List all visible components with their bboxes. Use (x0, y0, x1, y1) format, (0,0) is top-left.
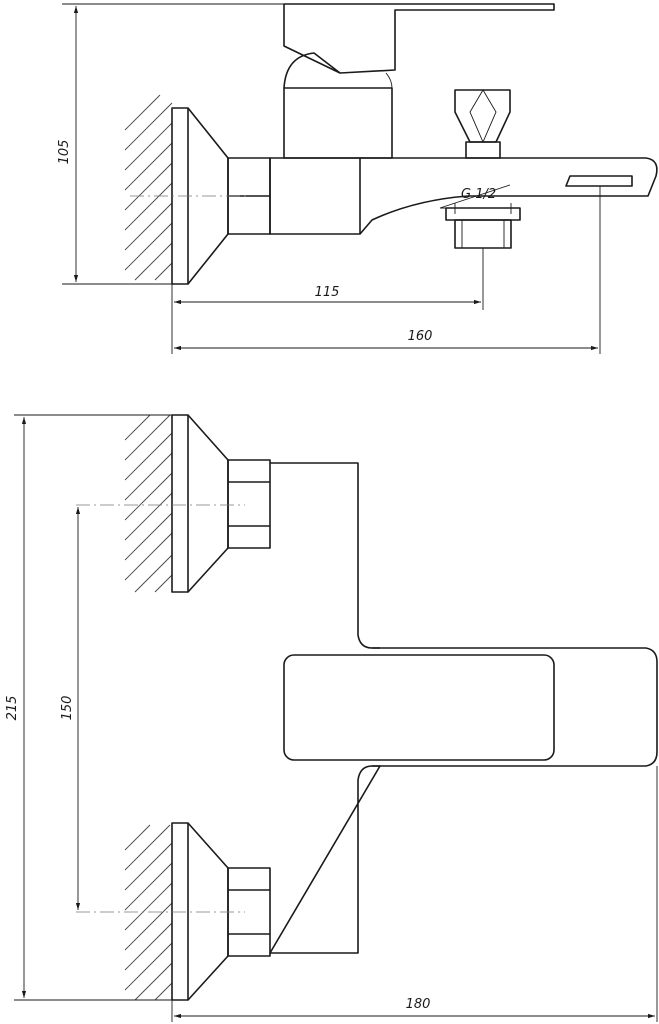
side-handle (283, 3, 555, 89)
front-view: 215 150 180 (5, 414, 658, 1022)
side-diverter-knob (454, 89, 511, 159)
side-view: G 1/2 105 115 160 (57, 3, 658, 354)
dim-side-height: 105 (57, 3, 290, 285)
dim-front-height-value: 215 (5, 696, 20, 721)
side-inlet-connector (445, 207, 521, 249)
front-escutcheon-bottom (171, 822, 271, 1001)
side-spout (359, 157, 658, 235)
dim-front-height: 215 (5, 414, 172, 1001)
side-aerator (565, 175, 633, 187)
dim-side-inlet-value: 115 (315, 285, 340, 300)
dim-front-width: 180 (171, 766, 658, 1022)
front-handle (283, 647, 658, 767)
front-wall-hatch-bottom (124, 824, 173, 1001)
front-body (269, 462, 381, 954)
side-wall-hatch (124, 94, 173, 281)
dim-side-spout: 160 (174, 186, 601, 354)
side-body (269, 157, 361, 235)
dim-front-centers-value: 150 (60, 696, 75, 721)
thread-label: G 1/2 (461, 187, 496, 202)
side-cartridge-housing (283, 87, 393, 159)
thread-callout: G 1/2 (439, 184, 520, 214)
dim-side-inlet: 115 (171, 248, 484, 354)
front-wall-hatch-top (124, 414, 173, 593)
front-escutcheon-top (171, 414, 271, 593)
dim-side-spout-value: 160 (408, 329, 433, 344)
dim-front-centers: 150 (60, 507, 81, 910)
dim-side-height-value: 105 (57, 140, 72, 165)
dim-front-width-value: 180 (406, 997, 431, 1012)
